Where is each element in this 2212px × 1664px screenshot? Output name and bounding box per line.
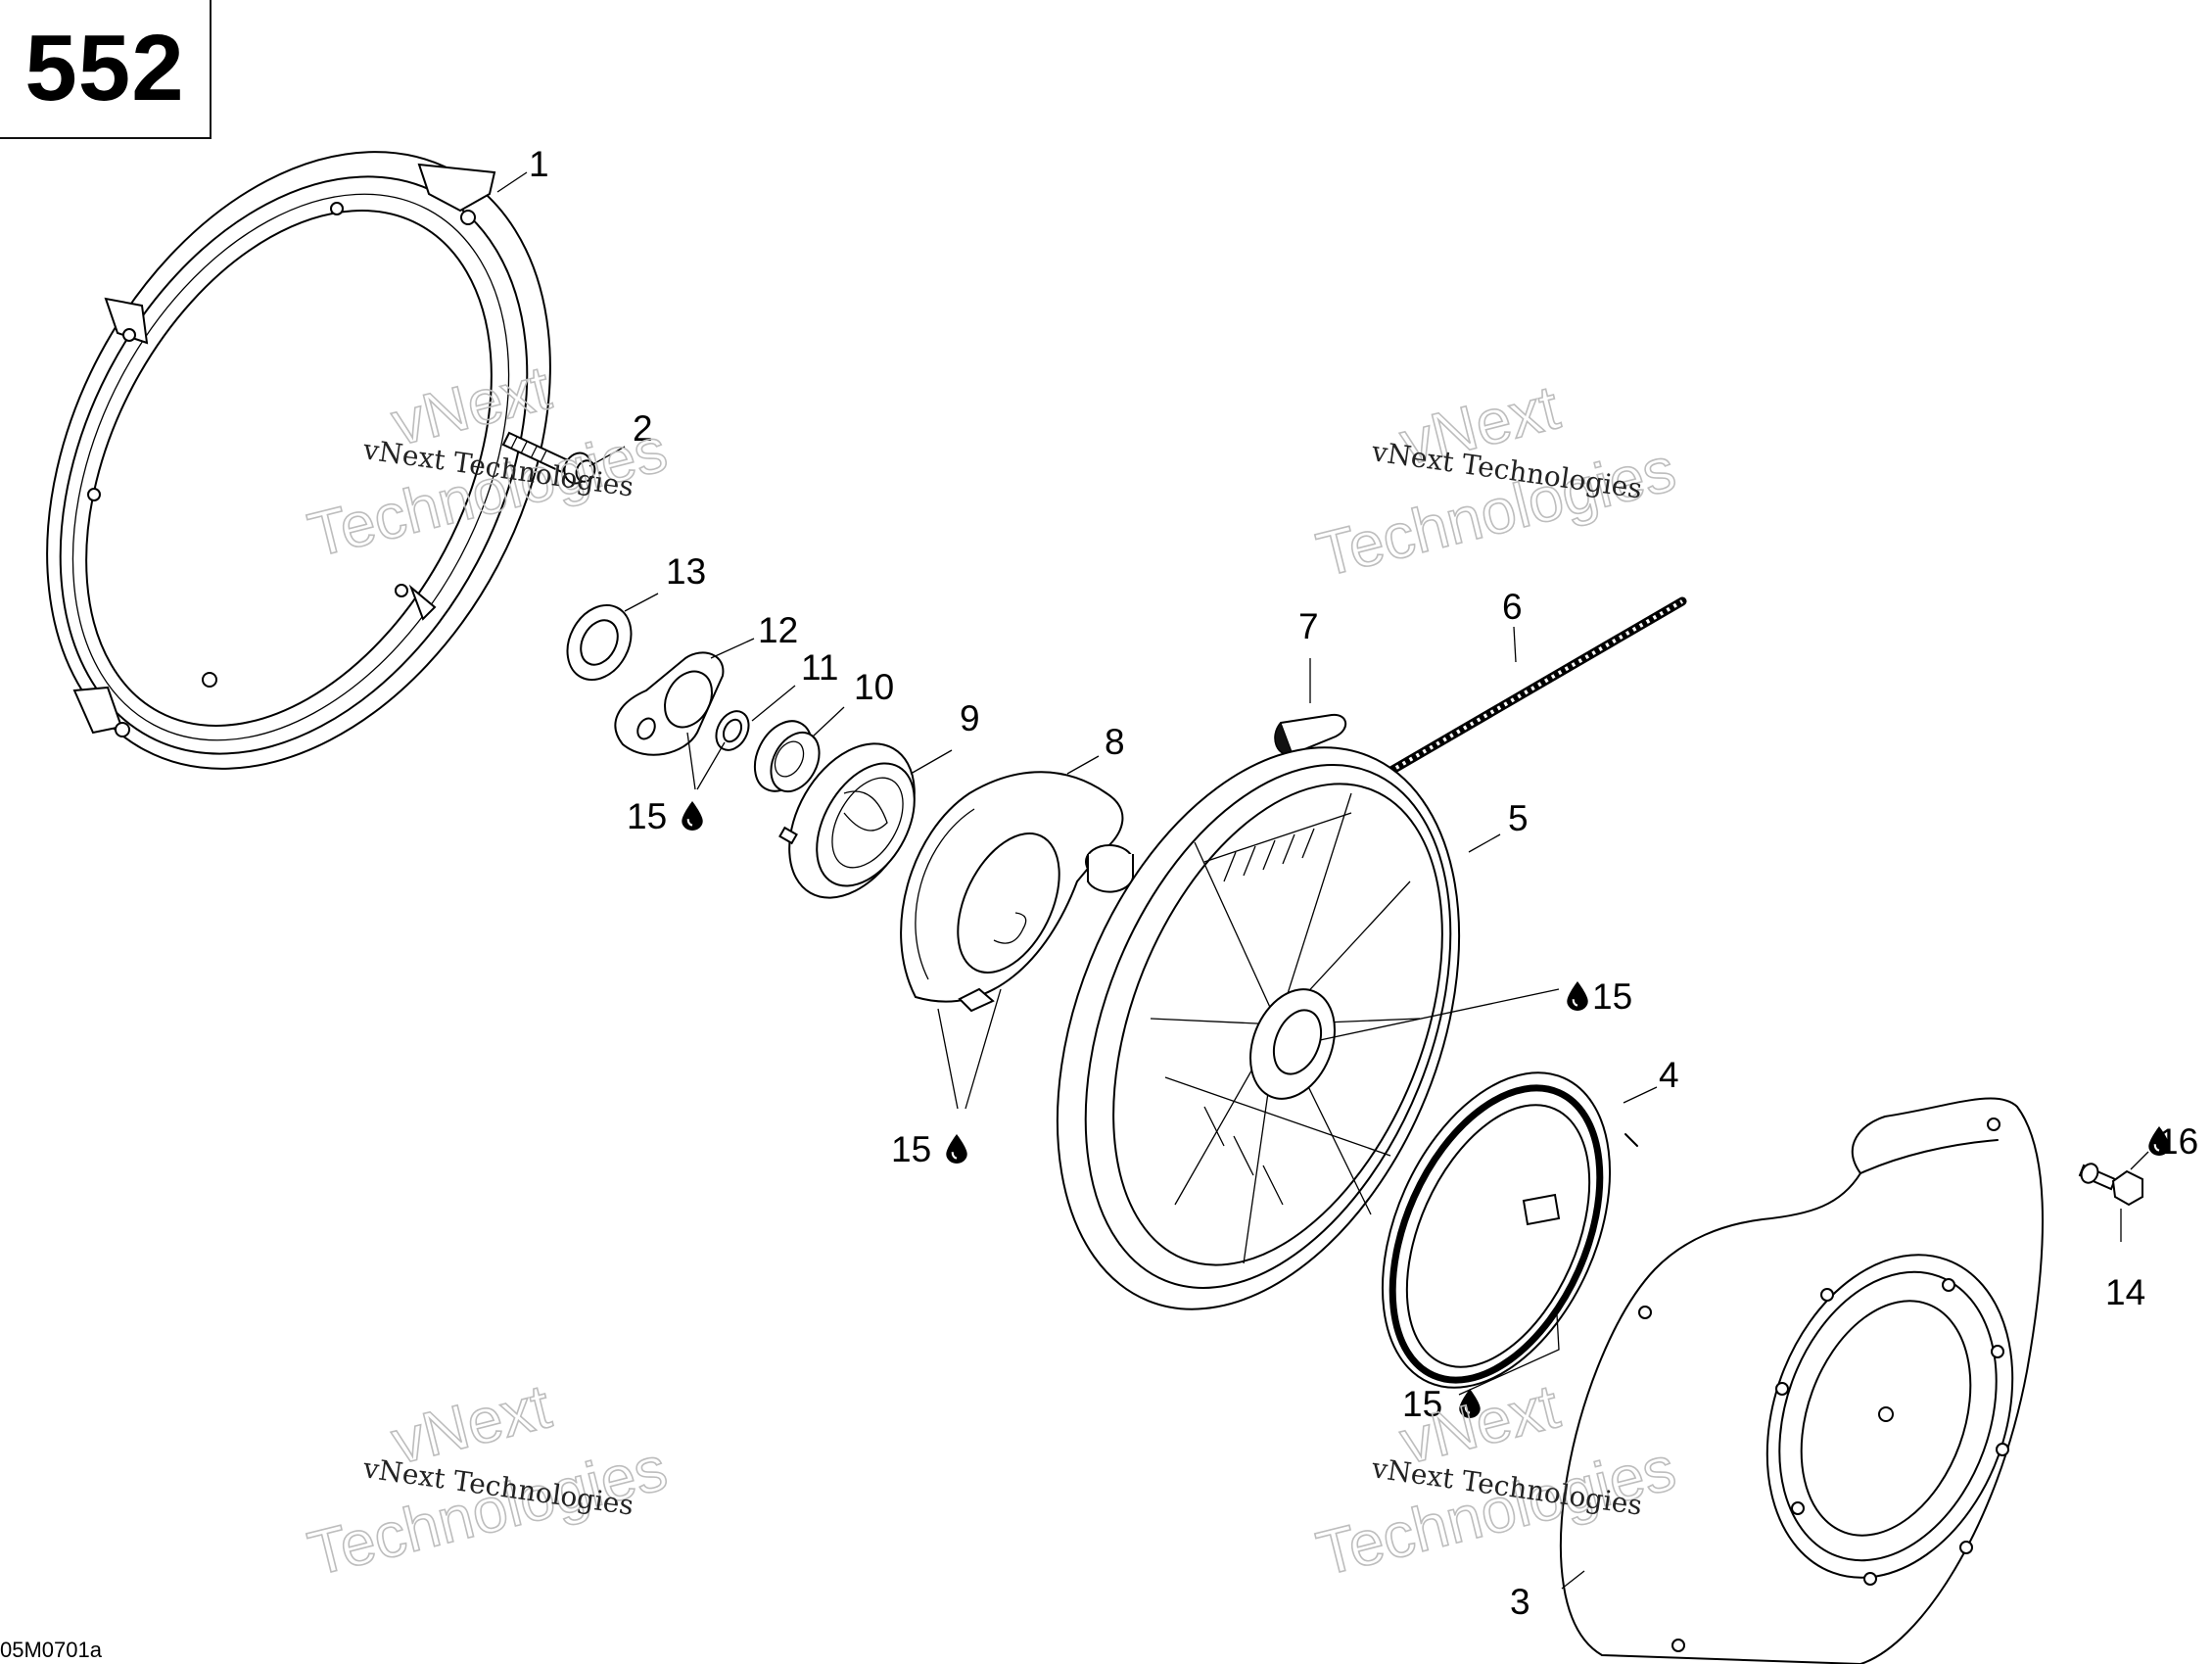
part-12-lock-plate	[614, 651, 725, 756]
callout-15-spring: 15	[1402, 1384, 1442, 1424]
oil-drop-icon	[946, 1134, 967, 1164]
callout-8: 8	[1105, 722, 1125, 762]
callout-2: 2	[633, 408, 653, 449]
callout-15-cover: 15	[891, 1129, 931, 1169]
part-13-retaining-clip	[566, 603, 633, 682]
callout-7: 7	[1298, 606, 1319, 646]
part-2-bolt	[501, 431, 596, 485]
part-14-bolt	[2078, 1163, 2143, 1207]
figure-code: 05M0701a	[0, 1638, 102, 1662]
callout-12: 12	[758, 610, 798, 650]
callout-14: 14	[2105, 1272, 2145, 1312]
callout-5: 5	[1508, 798, 1529, 838]
callout-6: 6	[1502, 587, 1523, 627]
part-11-o-ring	[715, 710, 750, 751]
part-7-pawl	[1274, 713, 1346, 756]
page-number: 552	[24, 16, 185, 120]
callout-13: 13	[666, 551, 706, 592]
callout-11: 11	[801, 647, 838, 688]
part-5-rope-sheave	[1056, 746, 1461, 1310]
callout-15-sheave: 15	[1592, 976, 1632, 1017]
oil-drop-icon	[682, 801, 703, 831]
part-10-bushing	[753, 720, 821, 793]
callout-4: 4	[1659, 1055, 1679, 1095]
callout-15-plate: 15	[627, 796, 667, 836]
callout-9: 9	[960, 698, 980, 738]
part-1-starter-housing-ring	[46, 151, 551, 770]
part-9-spring-cup	[778, 742, 916, 899]
oil-drop-icon	[1567, 981, 1588, 1011]
part-4-recoil-spring	[1381, 1071, 1638, 1389]
callout-10: 10	[854, 667, 894, 707]
page-number-box: 552	[0, 0, 212, 139]
leader-lines	[496, 171, 2149, 1590]
part-8-spring-cover	[900, 771, 1134, 1013]
part-6-starter-rope	[1378, 596, 1687, 781]
part-3-starter-cover	[1560, 1097, 2044, 1664]
callout-1: 1	[529, 144, 549, 184]
callout-3: 3	[1510, 1582, 1530, 1622]
